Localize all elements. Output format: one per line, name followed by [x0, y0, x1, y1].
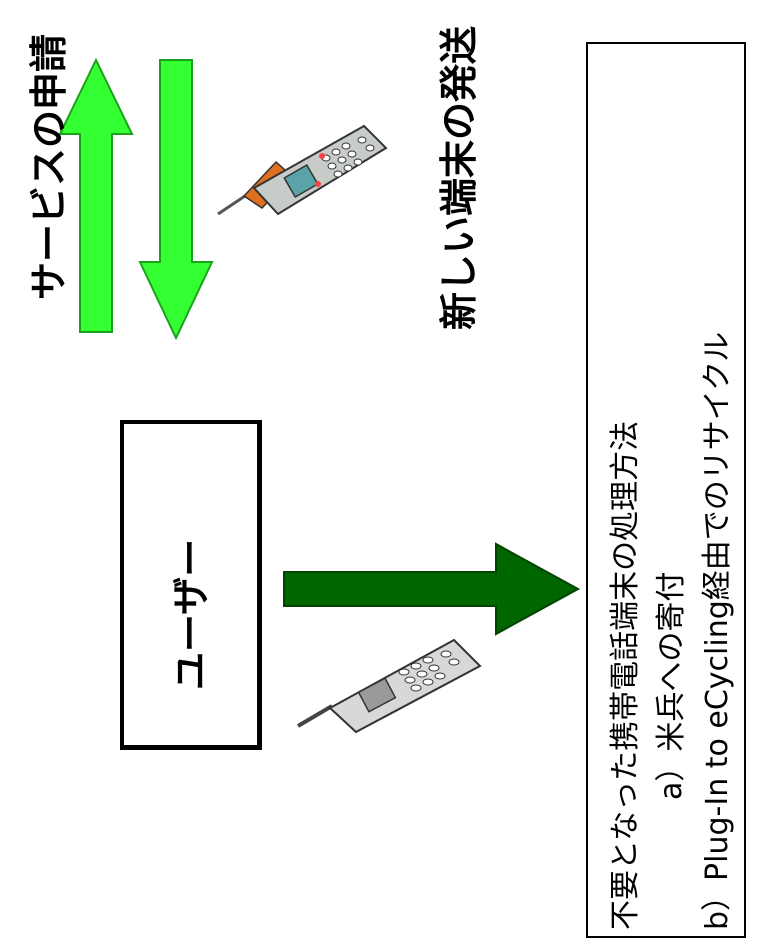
- down-arrow-icon: [138, 59, 214, 340]
- old-phone-icon: [296, 638, 482, 734]
- service-request-label: サービスの申請: [27, 33, 71, 300]
- disposal-methods-box: [586, 42, 746, 938]
- new-device-shipping-label: 新しい端末の発送: [437, 25, 481, 330]
- disposal-title: 不要となった携帯電話端末の処理方法: [608, 420, 643, 930]
- up-arrow-icon: [58, 58, 134, 333]
- right-arrow-icon: [283, 542, 581, 636]
- user-box: [120, 420, 262, 750]
- disposal-option-b: b）Plug-In to eCycling経由でのリサイクル: [700, 331, 735, 930]
- user-label: ユーザー: [169, 538, 213, 690]
- disposal-option-a: a）米兵への寄付: [654, 571, 689, 800]
- new-phone-icon: [217, 124, 388, 216]
